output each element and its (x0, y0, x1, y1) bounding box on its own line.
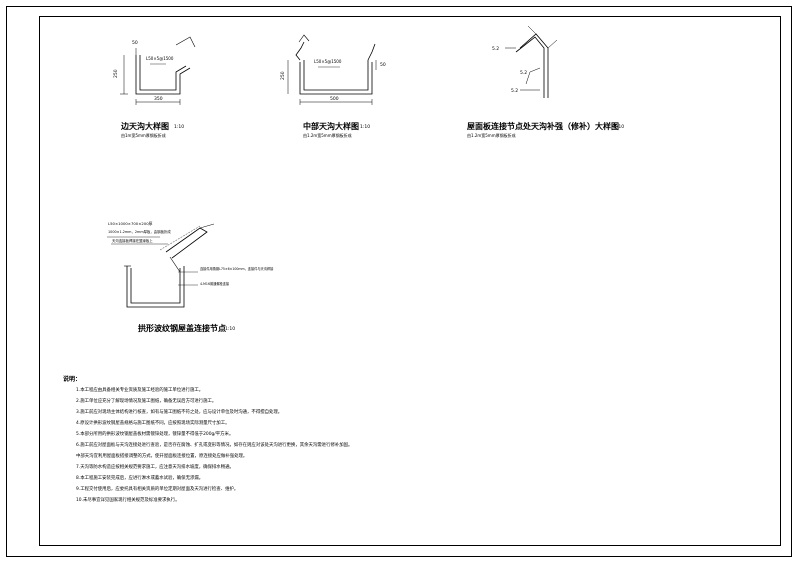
note-item: 9.工程交付使用后，应委托具有相关资质的单位定期对屋面及天沟进行检查、维护。 (76, 487, 239, 492)
note-item: 中部天沟宜利用屋面板搭接调整的方式，使开屋面板连接位置，原连接处应做补强处理。 (76, 454, 248, 459)
outer-frame (6, 6, 792, 557)
notes-heading: 说明： (63, 376, 82, 383)
note-item: 4.原设计拱形波纹钢屋盖规格与施工图纸不同，应按照现场实际测量尺寸加工。 (76, 421, 230, 426)
inner-frame (39, 16, 781, 546)
note-item: 1.本工程应由具备相关专业资质及施工经验的施工单位进行施工。 (76, 388, 204, 393)
note-item: 5.本部分所用的拱形波纹钢屋盖板材需镀锌处理，镀锌量不得低于200g/平方米。 (76, 432, 234, 437)
edge-gutter-scale: 1:10 (174, 124, 184, 130)
roof-joint-drawing (505, 25, 558, 98)
roof-joint-title: 屋面板连接节点处天沟补强（修补）大样图 (467, 121, 619, 131)
middle-gutter-subtitle: 由1.2m宽5mm厚钢板折成 (303, 132, 352, 138)
middle-gutter-drawing (287, 34, 377, 105)
note-item: 7.天沟等防水构造应按相关规范要求施工，应注意天沟排水坡度，确保排水畅通。 (76, 465, 234, 470)
roof-joint-scale: 1:10 (614, 124, 624, 130)
edge-gutter-dim-height: 250 (113, 69, 119, 78)
edge-gutter-dim-top: 50 (132, 40, 138, 46)
edge-gutter-label: L50×5@1500 (146, 56, 174, 61)
note-item: 8.本工程施工安装完成后，应进行淋水或蓄水试验，确保无渗漏。 (76, 476, 204, 481)
middle-gutter-label: L50×5@1500 (314, 59, 342, 64)
arch-note-2: 1000×1.2mm，2mm厚板，由钢板折成 (108, 229, 171, 234)
middle-gutter-dim-top: 50 (380, 62, 386, 68)
arch-note-1: L50×1000×700×200厚 (108, 221, 153, 226)
arch-note-4: 连接件用角钢L75×6×100mm，连接件与天沟焊接 (200, 266, 274, 271)
roof-joint-dim-b: 5.2 (520, 70, 527, 76)
edge-gutter-drawing (120, 36, 196, 105)
note-item: 3.施工前应对现场主体结构进行核查，如有与施工图纸不符之处，应与设计单位及时沟通… (76, 410, 283, 415)
arch-connection-title: 拱形波纹钢屋盖连接节点 (138, 323, 226, 333)
middle-gutter-title: 中部天沟大样图 (303, 121, 359, 131)
roof-joint-dim-c: 5.2 (511, 88, 518, 94)
note-item: 6.施工前应对屋面板与天沟连接处进行查验，是否存在腐蚀、扩孔或变形等情况，如存在… (76, 443, 353, 448)
note-item: 2.施工单位应充分了解现场情况及施工图纸，确备无误后方可进行施工。 (76, 399, 217, 404)
middle-gutter-scale: 1:10 (360, 124, 370, 130)
roof-joint-dim-a: 5.2 (492, 46, 499, 52)
middle-gutter-dim-width: 500 (330, 96, 339, 102)
edge-gutter-subtitle: 由1m宽5mm厚钢板折成 (121, 132, 166, 138)
arch-connection-drawing (107, 223, 215, 308)
arch-note-3: 天沟连接板焊接在翼缘板上 (112, 238, 153, 243)
roof-joint-subtitle: 由1.2m宽5mm厚钢板折成 (467, 132, 516, 138)
note-item: 10.未尽事宜详见国家现行相关规范及标准要求执行。 (76, 498, 180, 503)
arch-note-5: 4-M16普通螺栓连接 (200, 281, 230, 286)
edge-gutter-title: 边天沟大样图 (120, 121, 169, 131)
arch-connection-scale: 1:10 (225, 326, 235, 332)
edge-gutter-dim-width: 350 (154, 96, 163, 102)
middle-gutter-dim-height: 250 (280, 71, 286, 80)
